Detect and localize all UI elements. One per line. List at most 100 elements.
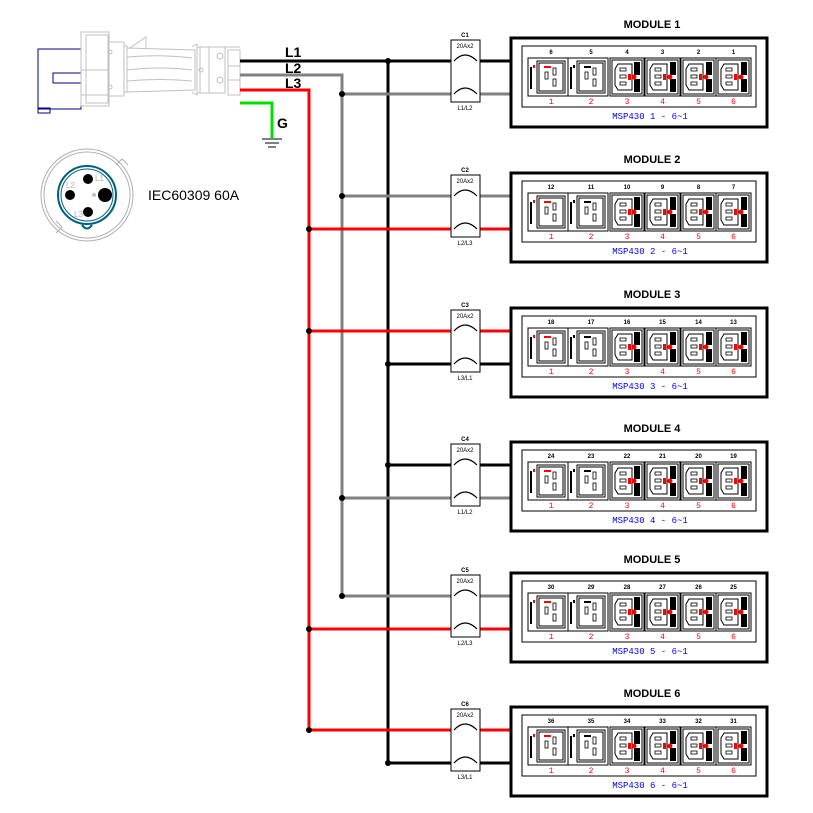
outlet-c19[interactable]: 301: [527, 585, 569, 642]
pin-label-l1: L1: [95, 174, 104, 183]
junction-dot: [306, 328, 312, 334]
outlet-number: 29: [588, 585, 595, 591]
outlet-c13[interactable]: 103: [609, 185, 645, 242]
wire-l2-feed: [240, 73, 344, 596]
outlet-c13[interactable]: 325: [680, 719, 717, 776]
junction-dot: [385, 361, 391, 367]
ground-label: G: [277, 115, 288, 131]
outlet-number: 7: [732, 185, 736, 191]
outlet-c19[interactable]: 172: [567, 320, 609, 377]
outlet-position: 3: [625, 233, 630, 242]
outlet-c13[interactable]: 76: [715, 185, 752, 242]
outlet-c19[interactable]: 352: [567, 719, 609, 776]
outlet-position: 1: [549, 98, 554, 107]
breaker-rating: 20Ax2: [456, 579, 474, 585]
outlet-c13[interactable]: 145: [680, 320, 717, 377]
outlet-c13[interactable]: 136: [715, 320, 752, 377]
outlet-position: 4: [660, 633, 665, 642]
outlet-c13[interactable]: 316: [715, 719, 752, 776]
outlet-c13[interactable]: 334: [644, 719, 681, 776]
outlet-position: 5: [696, 767, 701, 776]
outlet-position: 3: [625, 502, 630, 511]
module-model-label: MSP430 6 - 6~1: [612, 781, 688, 791]
breaker-phases: L1/L2: [457, 106, 473, 112]
outlet-c19[interactable]: 112: [567, 185, 609, 242]
outlet-position: 5: [696, 98, 701, 107]
outlet-c13[interactable]: 163: [609, 320, 645, 377]
module-title: MODULE 1: [624, 19, 681, 31]
outlet-c19[interactable]: 121: [527, 185, 569, 242]
breaker-rating: 20Ax2: [456, 44, 474, 50]
outlet-position: 6: [731, 767, 736, 776]
outlet-c19[interactable]: 241: [527, 454, 569, 511]
module-model-label: MSP430 3 - 6~1: [612, 382, 688, 392]
outlet-number: 28: [624, 585, 631, 591]
pin-label-l3: L3: [74, 210, 83, 219]
breaker-label: C6: [461, 702, 469, 708]
module-title: MODULE 5: [624, 554, 681, 566]
line-label-l3: L3: [285, 75, 302, 91]
outlet-panel: [521, 449, 757, 512]
outlet-c13[interactable]: 16: [715, 50, 752, 107]
outlet-c13[interactable]: 214: [644, 454, 681, 511]
outlet-number: 21: [659, 454, 666, 460]
outlet-number: 15: [659, 320, 666, 326]
line-label-l1: L1: [285, 44, 302, 60]
breaker-phases: L2/L3: [457, 641, 473, 647]
breaker-label: C3: [461, 303, 469, 309]
outlet-position: 5: [696, 502, 701, 511]
outlet-number: 35: [588, 719, 595, 725]
module-model-label: MSP430 5 - 6~1: [612, 647, 688, 657]
breaker-label: C1: [461, 33, 469, 39]
outlet-c13[interactable]: 25: [680, 50, 717, 107]
outlet-number: 30: [548, 585, 555, 591]
outlet-c13[interactable]: 256: [715, 585, 752, 642]
outlet-c13[interactable]: 154: [644, 320, 681, 377]
outlet-c13[interactable]: 343: [609, 719, 645, 776]
outlet-c13[interactable]: 196: [715, 454, 752, 511]
outlet-c13[interactable]: 223: [609, 454, 645, 511]
outlet-position: 1: [549, 767, 554, 776]
outlet-position: 3: [625, 767, 630, 776]
junction-dot: [306, 727, 312, 733]
outlet-number: 27: [659, 585, 666, 591]
outlet-number: 24: [548, 454, 555, 460]
outlet-number: 9: [661, 185, 665, 191]
outlet-number: 2: [697, 50, 701, 56]
outlet-number: 23: [588, 454, 595, 460]
outlet-c13[interactable]: 28 3: [609, 585, 645, 642]
outlet-c19[interactable]: 232: [567, 454, 609, 511]
outlet-position: 3: [625, 633, 630, 642]
breaker-phases: L2/L3: [457, 241, 473, 247]
outlet-number: 12: [548, 185, 555, 191]
outlet-c13[interactable]: 34: [644, 50, 681, 107]
junction-dot: [339, 495, 345, 501]
outlet-position: 2: [589, 98, 594, 107]
breaker-rating: 20Ax2: [456, 314, 474, 320]
outlet-c13[interactable]: 27 4: [644, 585, 681, 642]
outlet-c19[interactable]: 52: [567, 50, 609, 107]
outlet-c13[interactable]: 265: [680, 585, 717, 642]
breaker-phases: L3/L1: [457, 775, 473, 781]
outlet-number: 11: [588, 185, 595, 191]
breaker-rating: 20Ax2: [456, 179, 474, 185]
plug-type-label: IEC60309 60A: [148, 187, 240, 203]
outlet-c19[interactable]: 361: [527, 719, 569, 776]
breaker-label: C4: [461, 437, 469, 443]
outlet-c13[interactable]: 43: [609, 50, 645, 107]
outlet-c13[interactable]: 205: [680, 454, 717, 511]
outlet-c19[interactable]: 292: [567, 585, 609, 642]
outlet-c13[interactable]: 94: [644, 185, 681, 242]
outlet-number: 25: [730, 585, 737, 591]
